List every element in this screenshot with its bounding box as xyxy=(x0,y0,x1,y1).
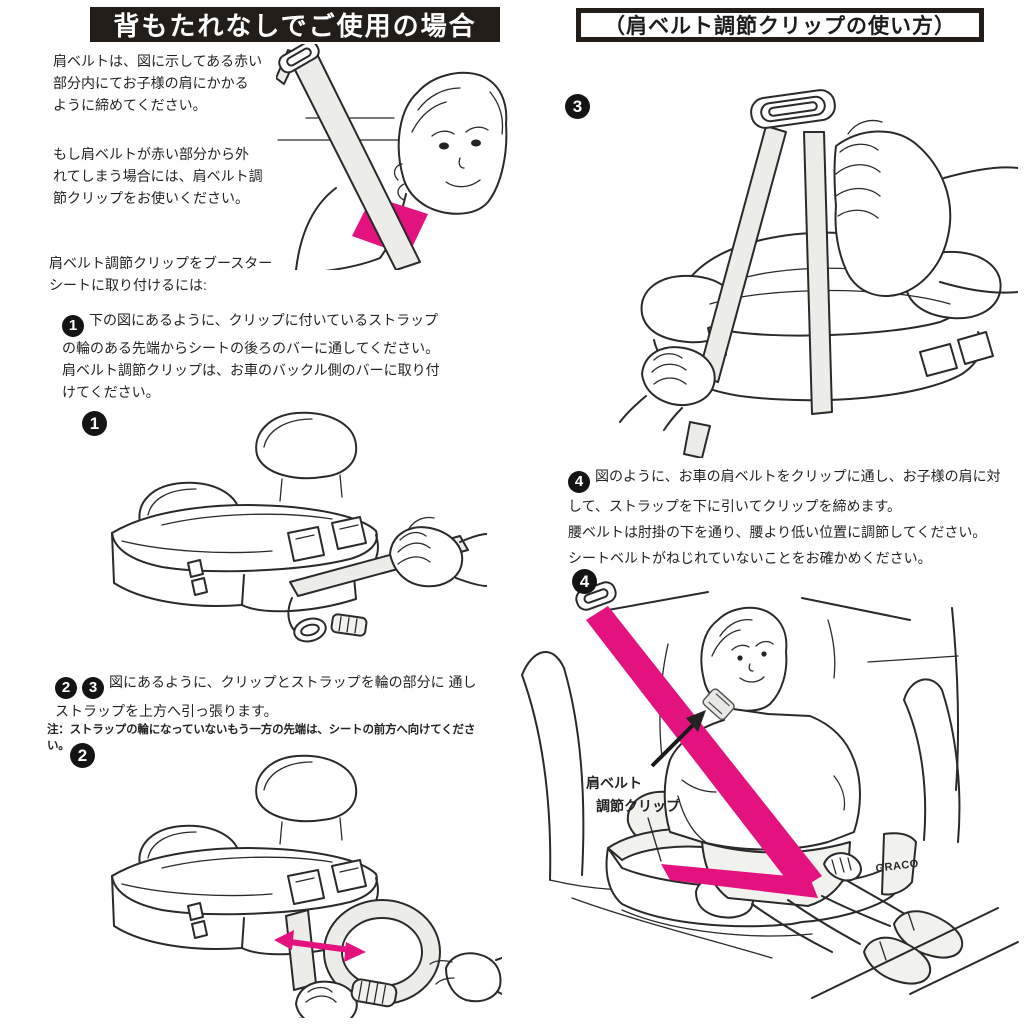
strap-band-left xyxy=(697,125,787,383)
figure-3-badge: 3 xyxy=(565,94,590,119)
threading-arrow xyxy=(274,930,366,962)
strap-loop-ring xyxy=(323,899,441,1005)
child-shoulder-belt-illustration xyxy=(276,44,508,270)
strap-band-right xyxy=(803,131,833,415)
belt-clip-label-line1: 肩ベルト xyxy=(586,775,642,791)
step-4-text: 図のように、お車の肩ベルトをクリップに通し、お子様の肩に対 して、ストラップを下… xyxy=(568,468,1001,566)
seated-child-figure-4: GRACO xyxy=(521,581,1019,999)
clip-threading-figure-3 xyxy=(619,89,1018,458)
figure-4-badge: 4 xyxy=(572,569,597,594)
child-eye xyxy=(439,142,449,150)
upper-hand xyxy=(833,119,1018,297)
strap-band xyxy=(285,909,317,991)
figure-1-badge: 1 xyxy=(82,411,107,436)
pointer-arrow xyxy=(650,710,706,768)
label-leader-line xyxy=(647,817,662,862)
pulling-hand xyxy=(389,516,487,588)
child-figure xyxy=(663,606,964,985)
holding-hand-right xyxy=(429,952,502,1003)
floor-lines xyxy=(811,907,1019,999)
left-section-title: 背もたれなしでご使用の場合 xyxy=(90,7,500,42)
belt-clip-label-line2: 調節クリップ xyxy=(596,798,680,814)
intro-paragraph-2: もし肩ベルトが赤い部分から外 れてしまう場合には、肩ベルト調 節クリップをお使い… xyxy=(53,146,263,206)
attach-heading: 肩ベルト調節クリップをブースター シートに取り付けるには: xyxy=(49,255,273,293)
adjuster-clip xyxy=(750,89,836,129)
step-1-badge: 1 xyxy=(62,315,84,337)
child-head xyxy=(393,71,508,215)
vehicle-seat-background xyxy=(521,591,961,959)
lower-hand xyxy=(619,346,716,431)
figure-2-badge: 2 xyxy=(70,743,95,768)
child-eye xyxy=(737,655,743,661)
booster-seat-figure-2 xyxy=(111,754,502,1018)
shoulder-belt-band xyxy=(276,44,421,270)
step-2-3-text: 図にあるように、クリップとストラップを輪の部分に 通し ストラップを上方へ引っ張… xyxy=(55,674,477,719)
step-3-badge: 3 xyxy=(82,677,104,699)
step-4-badge: 4 xyxy=(568,471,590,493)
step-1-text: 下の図にあるように、クリップに付いているストラップ の輪のある先端からシートの後… xyxy=(62,312,440,400)
step-2-badge: 2 xyxy=(55,677,77,699)
booster-seat-figure-1 xyxy=(111,411,487,643)
left-section-title-text: 背もたれなしでご使用の場合 xyxy=(113,11,477,41)
strap-tail xyxy=(683,421,711,458)
strap-end-loop-and-clip xyxy=(287,597,368,643)
ribbed-clip xyxy=(350,978,398,1008)
right-section-title-text: （肩ベルト調節クリップの使い方） xyxy=(604,15,956,38)
child-eye xyxy=(761,651,767,657)
note-text: 注：ストラップの輪になっていないもう一方の先端は、シートの前方へ向けてください。 xyxy=(47,724,476,752)
belt-clip-label: 肩ベルト 調節クリップ xyxy=(586,772,680,818)
seat-brand-logo: GRACO xyxy=(875,858,920,875)
holding-hand-left xyxy=(295,978,398,1018)
intro-paragraph-1: 肩ベルトは、図に示してある赤い 部分内にてお子様の肩にかかる ように締めてくださ… xyxy=(53,53,263,113)
belt-clip-on-belt xyxy=(702,688,735,721)
right-section-title: （肩ベルト調節クリップの使い方） xyxy=(576,8,984,42)
child-eye xyxy=(471,139,481,147)
hand-on-lap xyxy=(823,852,862,882)
